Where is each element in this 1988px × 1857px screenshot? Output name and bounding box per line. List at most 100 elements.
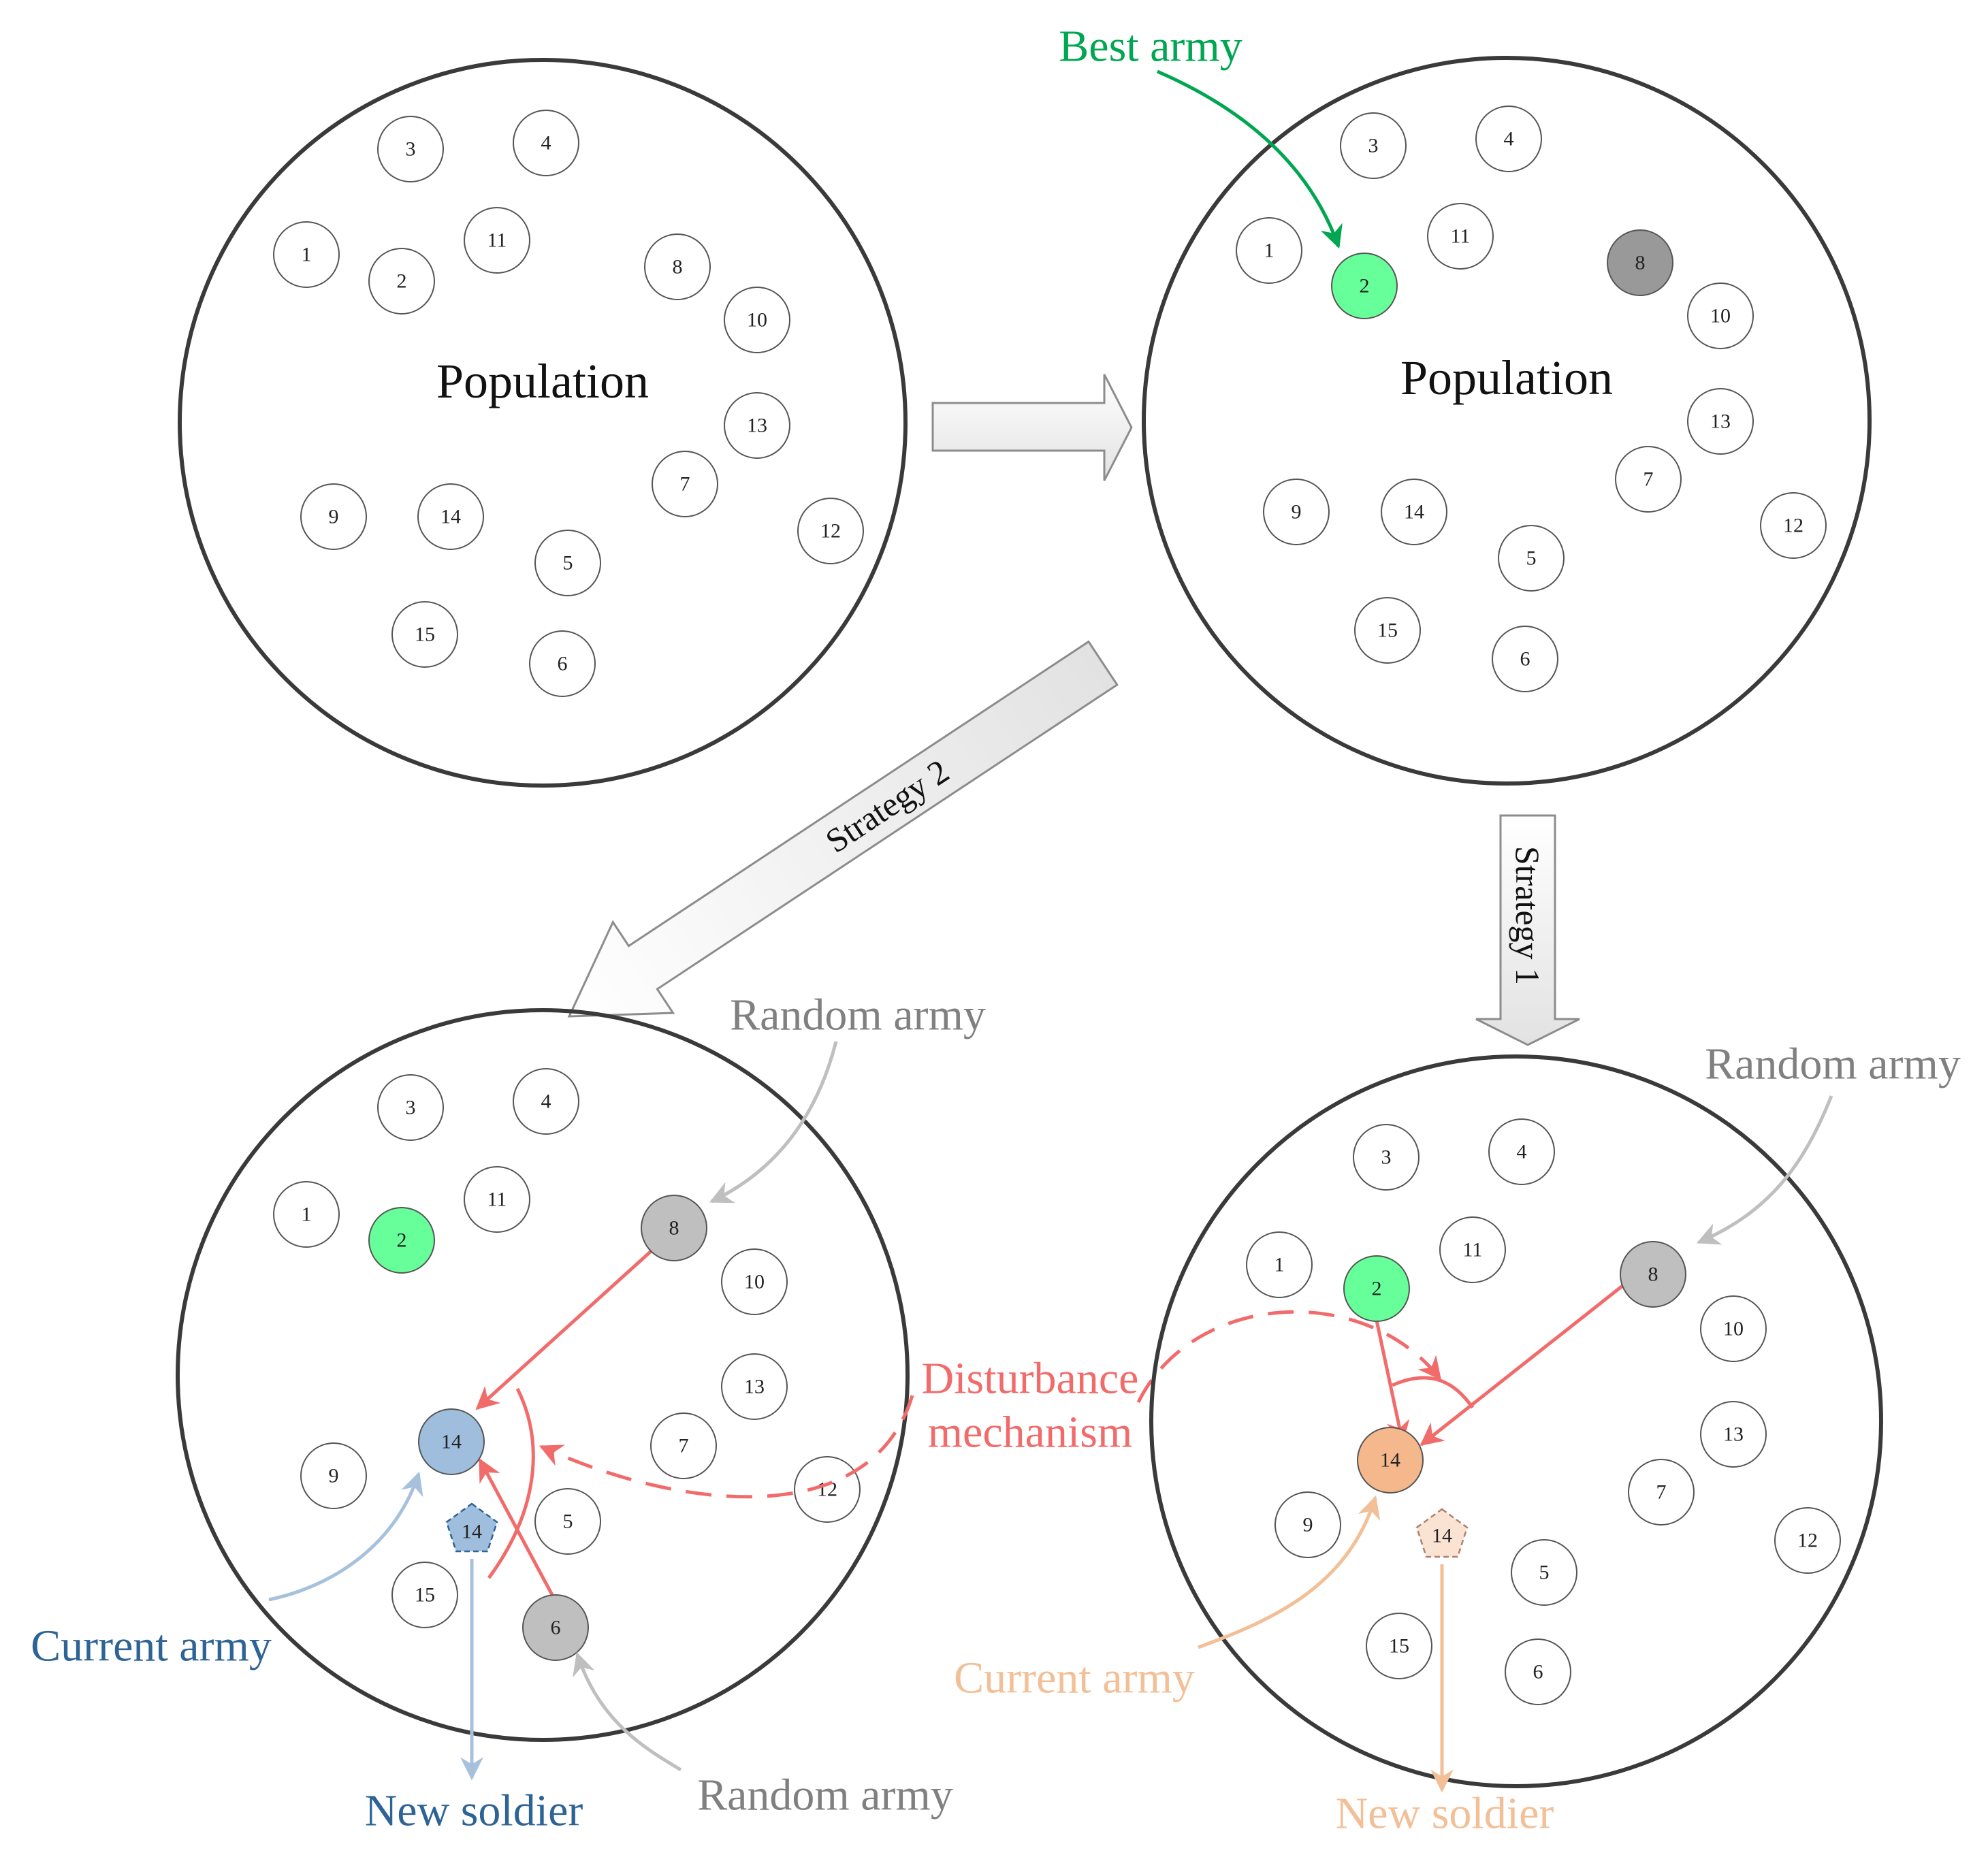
army-node xyxy=(1439,1216,1506,1283)
angle-arc xyxy=(1391,1376,1475,1409)
strategy-1-label: Strategy 1 xyxy=(1509,846,1547,985)
army-node-label: 6 xyxy=(1520,648,1530,671)
army-node-label: 8 xyxy=(1635,252,1646,274)
army-node xyxy=(1353,1124,1420,1191)
army-node xyxy=(1488,1118,1555,1185)
best-army-label: Best army xyxy=(1059,22,1242,71)
disturbance-arrow-left xyxy=(539,1395,914,1499)
army-node xyxy=(377,116,444,182)
current-army-label: Current army xyxy=(31,1621,272,1671)
army-node-label: 13 xyxy=(1710,410,1731,433)
disturbance-arrow-right xyxy=(1136,1310,1442,1404)
army-node-label: 1 xyxy=(302,1204,312,1226)
best-army-arrow xyxy=(1157,69,1343,249)
new-soldier-node-label: 14 xyxy=(1432,1525,1452,1547)
army-node-label: 14 xyxy=(440,506,461,528)
army-node xyxy=(652,451,718,517)
army-node-label: 8 xyxy=(1648,1263,1658,1286)
army-node xyxy=(1263,479,1330,545)
army-node xyxy=(1498,525,1565,592)
army-node xyxy=(513,1068,579,1135)
army-node-label: 10 xyxy=(744,1271,765,1293)
disturbance-label-line1: Disturbance xyxy=(922,1354,1139,1404)
army-node xyxy=(1340,112,1407,179)
army-node-label: 15 xyxy=(415,624,435,646)
random-8-to-14-arrow xyxy=(475,1232,672,1410)
army-node-label: 3 xyxy=(406,1097,416,1119)
army-node-label: 9 xyxy=(1292,501,1302,523)
army-node-label: 5 xyxy=(1526,547,1537,570)
army-node-label: 2 xyxy=(1360,275,1370,297)
army-node-label: 14 xyxy=(1380,1449,1400,1472)
army-node xyxy=(1274,1491,1341,1558)
army-node-label: 14 xyxy=(1404,501,1424,523)
army-node xyxy=(797,498,864,564)
army-node-label: 10 xyxy=(747,309,767,332)
army-node xyxy=(377,1074,444,1141)
random-8-to-14-arrow xyxy=(1420,1277,1633,1447)
army-node xyxy=(1246,1231,1313,1298)
army-node xyxy=(1236,217,1302,284)
army-node xyxy=(1700,1295,1767,1362)
army-node xyxy=(1687,282,1754,349)
army-node-label: 9 xyxy=(329,506,339,528)
angle-arc xyxy=(487,1387,535,1579)
army-node-label: 6 xyxy=(551,1617,561,1639)
army-node-label: 2 xyxy=(397,1229,407,1252)
army-node xyxy=(300,1442,367,1509)
population-circle xyxy=(1142,56,1872,786)
army-node-label: 4 xyxy=(541,1091,551,1113)
random-army-bottom-arrow xyxy=(573,1651,682,1772)
army-node-label: 3 xyxy=(1368,135,1379,157)
best-army-node xyxy=(1331,253,1398,319)
army-node-label: 9 xyxy=(1303,1514,1313,1536)
army-node-label: 7 xyxy=(679,1435,689,1457)
army-node-label: 7 xyxy=(1656,1481,1667,1504)
army-node-label: 1 xyxy=(302,244,312,266)
army-node-label: 2 xyxy=(1372,1278,1382,1300)
army-node-label: 5 xyxy=(1539,1562,1550,1584)
army-node xyxy=(534,1488,601,1555)
army-node xyxy=(724,287,790,353)
army-node xyxy=(273,1181,340,1248)
army-node xyxy=(1427,203,1494,270)
army-node xyxy=(1492,626,1558,692)
current-army-node xyxy=(1357,1427,1424,1493)
army-node-label: 5 xyxy=(563,552,573,575)
army-node-label: 13 xyxy=(744,1376,765,1398)
best-army-node xyxy=(1343,1255,1410,1322)
army-node xyxy=(368,248,435,314)
disturbance-mechanism: Disturbance mechanism xyxy=(539,1310,1442,1499)
army-node-label: 8 xyxy=(669,1217,679,1240)
population-title: Population xyxy=(436,354,649,408)
army-node xyxy=(724,392,790,459)
army-node-label: 1 xyxy=(1274,1254,1285,1276)
random-army-node xyxy=(1620,1241,1686,1308)
army-node xyxy=(644,233,711,300)
army-node xyxy=(1700,1401,1767,1468)
random-army-arrow xyxy=(1696,1095,1833,1245)
army-node xyxy=(1475,106,1542,172)
army-node-label: 15 xyxy=(1377,619,1398,642)
new-soldier-node xyxy=(445,1502,498,1553)
army-node-label: 11 xyxy=(487,229,507,252)
transition-arrow xyxy=(931,374,1133,481)
army-node xyxy=(464,207,530,274)
army-node-label: 12 xyxy=(820,520,841,543)
army-node xyxy=(1354,597,1421,664)
army-node-label: 12 xyxy=(1783,515,1803,537)
army-node xyxy=(1615,446,1682,513)
army-node xyxy=(529,630,596,697)
army-node-label: 3 xyxy=(406,138,416,161)
random-army-top-label: Random army xyxy=(730,990,986,1040)
army-node-label: 12 xyxy=(817,1479,837,1501)
army-node xyxy=(1366,1613,1432,1679)
